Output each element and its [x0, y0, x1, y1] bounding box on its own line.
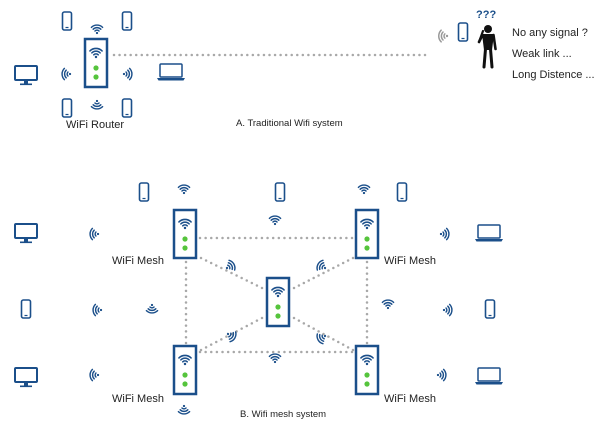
monitor-icon	[14, 367, 38, 388]
phone-icon	[274, 182, 286, 202]
monitor-icon	[14, 223, 38, 244]
wifi-icon	[316, 333, 327, 345]
wifi-icon	[177, 184, 191, 195]
phone-icon	[121, 11, 133, 31]
wifi-icon	[92, 303, 103, 317]
dotted-link	[292, 316, 355, 352]
wifi-icon	[90, 24, 104, 35]
wifi-icon	[90, 99, 104, 110]
wifi-icon	[177, 404, 191, 415]
dotted-link	[198, 350, 354, 354]
wifi-router	[83, 37, 109, 89]
dotted-link	[292, 256, 355, 290]
mesh-node-top-right	[354, 208, 380, 260]
mesh-label-top-right: WiFi Mesh	[384, 255, 436, 267]
wifi-icon	[61, 67, 72, 81]
wifi-icon	[226, 331, 237, 343]
statement-long-distance: Long Distence ...	[512, 69, 595, 81]
wifi-icon	[89, 368, 100, 382]
wifi-icon	[122, 67, 133, 81]
dotted-link	[198, 236, 354, 240]
wifi-icon	[145, 303, 159, 314]
wifi-icon	[89, 47, 103, 59]
mesh-label-bottom-right: WiFi Mesh	[384, 393, 436, 405]
statement-weak-link: Weak link ...	[512, 48, 572, 60]
wifi-icon	[271, 286, 285, 298]
phone-icon	[121, 98, 133, 118]
phone-icon	[457, 22, 469, 42]
mesh-node-top-left	[172, 208, 198, 260]
laptop-icon	[475, 367, 503, 385]
dotted-link	[184, 260, 188, 345]
dotted-link	[199, 316, 264, 352]
wifi-icon	[442, 303, 453, 317]
mesh-node-bottom-right	[354, 344, 380, 396]
mesh-label-top-left: WiFi Mesh	[112, 255, 164, 267]
dotted-link	[365, 260, 369, 345]
wifi-icon	[316, 259, 327, 271]
wifi-icon	[268, 353, 282, 364]
phone-icon	[484, 299, 496, 319]
mesh-node-center	[265, 276, 291, 328]
wifi-icon	[438, 29, 449, 43]
caption-traditional: A. Traditional Wifi system	[236, 118, 343, 129]
wifi-icon	[89, 227, 100, 241]
dotted-link	[112, 53, 427, 57]
question-marks: ???	[476, 9, 497, 21]
wifi-icon	[357, 184, 371, 195]
phone-icon	[396, 182, 408, 202]
wifi-icon	[268, 215, 282, 226]
wifi-icon	[436, 368, 447, 382]
person-icon	[477, 25, 497, 69]
wifi-icon	[178, 218, 192, 230]
wifi-icon	[381, 299, 395, 310]
mesh-node-bottom-left	[172, 344, 198, 396]
wifi-icon	[360, 218, 374, 230]
mesh-label-bottom-left: WiFi Mesh	[112, 393, 164, 405]
wifi-icon	[178, 354, 192, 366]
dotted-link	[199, 256, 264, 290]
phone-icon	[20, 299, 32, 319]
statement-no-signal: No any signal ?	[512, 27, 588, 39]
wifi-icon	[225, 259, 236, 271]
phone-icon	[61, 98, 73, 118]
phone-icon	[138, 182, 150, 202]
wifi-icon	[360, 354, 374, 366]
monitor-icon	[14, 65, 38, 86]
router-label: WiFi Router	[66, 119, 125, 131]
phone-icon	[61, 11, 73, 31]
laptop-icon	[157, 63, 185, 81]
caption-mesh: B. Wifi mesh system	[240, 409, 327, 420]
laptop-icon	[475, 224, 503, 242]
wifi-icon	[439, 227, 450, 241]
